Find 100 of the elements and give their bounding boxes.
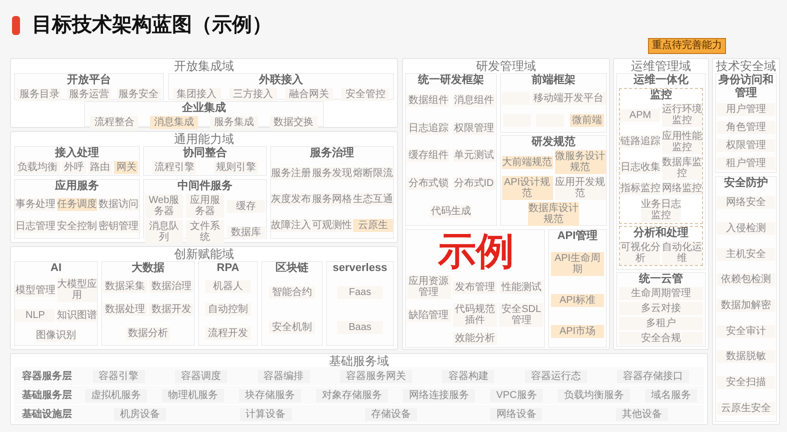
capability-tag: 移动端开发平台 bbox=[532, 92, 606, 105]
capability-tag: 日志收集 bbox=[620, 161, 660, 174]
capability-tag: 事务处理 bbox=[15, 198, 56, 211]
group-panel bbox=[500, 73, 607, 133]
group-panel bbox=[14, 179, 140, 239]
capability-tag: 安全审计 bbox=[717, 324, 775, 338]
capability-tag: 块存储服务 bbox=[239, 388, 302, 402]
panel-heading: API管理 bbox=[556, 230, 599, 243]
capability-tag: 生命周期管理 bbox=[619, 287, 703, 300]
panel-heading: 身份访问和管理 bbox=[718, 74, 774, 100]
capability-tag: 安全控制 bbox=[56, 220, 97, 234]
capability-tag: 数据交换 bbox=[270, 116, 318, 129]
capability-tag: 缓存 bbox=[227, 200, 265, 212]
capability-tag: 应用开发规范 bbox=[554, 176, 606, 200]
capability-tag: 数据脱敏 bbox=[717, 350, 775, 364]
capability-tag: API设计规范 bbox=[502, 176, 552, 200]
capability-tag: 网络安全 bbox=[717, 196, 775, 210]
capability-tag: 域名服务 bbox=[644, 388, 697, 402]
capability-tag: 分布式锁 bbox=[407, 177, 450, 190]
group-panel bbox=[14, 146, 140, 176]
capability-tag: 数据开发 bbox=[149, 303, 194, 316]
capability-tag: 知识图谱 bbox=[56, 308, 97, 322]
layer-label: 基础设施层 bbox=[21, 408, 73, 420]
capability-tag: 应用资源管理 bbox=[406, 275, 451, 300]
capability-tag: 文件系统 bbox=[186, 220, 224, 244]
domain-panel bbox=[613, 58, 709, 350]
capability-tag: APM bbox=[620, 108, 660, 122]
capability-tag: Web服务器 bbox=[145, 194, 183, 218]
capability-tag: 大模型应用 bbox=[56, 278, 97, 302]
domain-panel bbox=[10, 131, 398, 243]
capability-tag: 服务集成 bbox=[210, 116, 258, 129]
capability-tag: 机房设备 bbox=[114, 408, 166, 420]
capability-tag: 数据加解密 bbox=[717, 298, 775, 312]
panel-heading: 通用能力域 bbox=[173, 132, 235, 146]
capability-tag: 数据治理 bbox=[149, 280, 194, 294]
capability-tag: 安全管控 bbox=[341, 88, 390, 101]
panel-heading: serverless bbox=[332, 262, 388, 275]
capability-tag: 数据访问 bbox=[98, 198, 139, 211]
capability-tag: 服务网格 bbox=[312, 192, 352, 206]
capability-tag: 微服务设计规范 bbox=[554, 150, 606, 174]
panel-heading: 统一研发框架 bbox=[416, 74, 485, 87]
group-panel bbox=[84, 101, 324, 127]
capability-tag: 性能测试 bbox=[499, 280, 544, 294]
capability-tag: 代码规范插件 bbox=[452, 303, 497, 328]
capability-tag: 权限管理 bbox=[717, 138, 775, 152]
capability-tag: 租户管理 bbox=[717, 156, 775, 170]
panel-heading: 研发规范 bbox=[530, 136, 576, 149]
stamp-text: 示例 bbox=[438, 232, 514, 272]
capability-tag: 网络连接服务 bbox=[403, 388, 476, 402]
capability-tag: 虚拟机服务 bbox=[85, 388, 148, 402]
capability-tag: 数据处理 bbox=[102, 303, 147, 316]
capability-tag: 故障注入 bbox=[271, 218, 311, 232]
capability-tag: 安全合规 bbox=[619, 332, 703, 345]
panel-heading: 安全防护 bbox=[723, 177, 769, 190]
panel-heading: 外联接入 bbox=[258, 74, 304, 87]
capability-tag: 权限管理 bbox=[452, 122, 495, 135]
layer-label: 基础服务层 bbox=[21, 388, 73, 402]
capability-tag: 效能分析 bbox=[453, 332, 497, 345]
group-panel bbox=[270, 146, 394, 239]
capability-tag: 服务运营 bbox=[66, 88, 111, 101]
capability-tag: 业务日志监控 bbox=[641, 198, 681, 222]
panel-heading: RPA bbox=[216, 262, 240, 275]
panel-heading: 企业集成 bbox=[181, 102, 227, 115]
capability-tag: 存储设备 bbox=[364, 408, 417, 420]
dashed-group-panel bbox=[619, 226, 703, 266]
layer-label: 容器服务层 bbox=[21, 370, 73, 382]
capability-tag: 安全扫描 bbox=[717, 376, 775, 389]
capability-tag: 自动控制 bbox=[205, 303, 251, 316]
capability-tag: 主机安全 bbox=[717, 248, 775, 261]
capability-tag: 指标监控 bbox=[620, 182, 660, 196]
capability-tag: 网络设备 bbox=[490, 408, 542, 420]
capability-tag: 灰度发布 bbox=[271, 192, 311, 206]
capability-tag: 容器构建 bbox=[442, 370, 494, 382]
capability-tag: 链路追踪 bbox=[620, 135, 660, 148]
capability-tag: 容器运行态 bbox=[524, 370, 587, 382]
legend-badge: 重点待完善能力 bbox=[648, 38, 726, 54]
capability-tag: 服务发现 bbox=[312, 166, 352, 180]
capability-tag: 消息队列 bbox=[145, 220, 183, 244]
capability-tag: 云原生 bbox=[353, 218, 393, 232]
capability-tag: 生态互通 bbox=[353, 192, 393, 206]
capability-tag: 消息组件 bbox=[452, 94, 495, 108]
capability-tag: 物理机服务 bbox=[162, 388, 224, 402]
capability-tag: 发布管理 bbox=[452, 280, 497, 294]
panel-heading: 前端框架 bbox=[530, 74, 576, 87]
capability-tag: 容器调度 bbox=[175, 370, 228, 382]
capability-tag: 云原生安全 bbox=[717, 402, 775, 415]
capability-tag: 网关 bbox=[114, 161, 138, 174]
capability-tag: API市场 bbox=[551, 325, 604, 338]
capability-tag: 三方接入 bbox=[228, 88, 277, 101]
capability-tag: 任务调度 bbox=[56, 198, 97, 211]
panel-heading: 技术安全域 bbox=[715, 59, 777, 73]
capability-tag: 安全机制 bbox=[269, 321, 315, 334]
capability-tag: 密钥管理 bbox=[98, 220, 139, 234]
dashed-group-panel bbox=[619, 88, 703, 224]
panel-heading: 基础服务域 bbox=[328, 354, 390, 368]
panel-heading: 协同整合 bbox=[182, 147, 228, 160]
panel-heading: 统一云管 bbox=[638, 273, 684, 286]
capability-tag: 容器服务网关 bbox=[340, 370, 412, 382]
capability-tag: 缺陷管理 bbox=[406, 308, 451, 322]
capability-tag: 容器存储接口 bbox=[617, 370, 690, 382]
